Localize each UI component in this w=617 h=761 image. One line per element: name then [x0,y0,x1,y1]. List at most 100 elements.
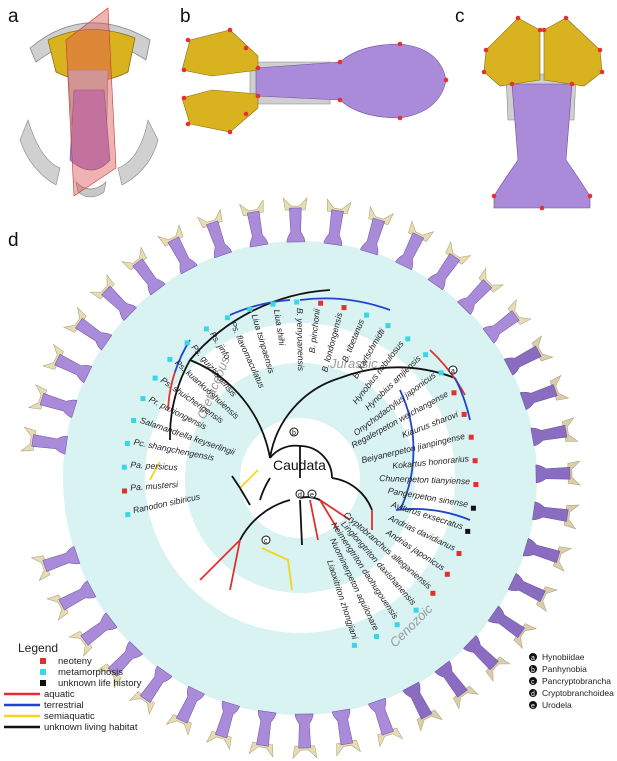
life-history-marker [394,622,400,628]
svg-text:terrestrial: terrestrial [44,700,84,711]
life-history-marker [405,336,411,342]
svg-text:b: b [531,667,535,674]
life-history-marker [456,551,462,556]
skull-thumbnail [395,220,435,271]
taxon-label-pa-mustersi: Pa. mustersi [130,479,179,493]
skull-thumbnail [530,417,579,447]
skull-thumbnail [165,685,205,736]
life-history-marker [473,482,479,487]
life-history-marker [413,607,419,613]
skull-thumbnail [68,612,118,657]
life-history-marker [122,488,127,494]
clade-nodes: a b c d e [261,365,458,545]
taxon-label-b-yenyuanensis: B. yenyuanensis [295,308,306,372]
skull-thumbnail [121,246,166,296]
life-history-marker [423,352,429,358]
life-history-marker [385,323,391,329]
skull-thumbnail [507,573,558,613]
skull-thumbnail [128,665,173,716]
life-history-marker [294,299,300,305]
svg-text:unknown life history: unknown life history [58,678,142,689]
node-e: e [307,489,317,499]
skull-thumbnail [457,267,504,315]
svg-text:aquatic: aquatic [44,689,75,700]
node-b: b [289,427,299,437]
life-history-marker [351,642,357,648]
skull-thumbnail [463,635,511,682]
life-history-marker [152,375,158,381]
svg-text:d: d [298,492,302,499]
legend-item-aquatic: aquatic [4,689,75,700]
legend-item-metamorphosis: metamorphosis [40,667,123,678]
skull-thumbnail [519,374,570,410]
life-history-marker [472,458,478,464]
skull-thumbnail [434,660,479,710]
life-history-marker [374,634,379,639]
life-history-marker [465,528,471,534]
svg-text:Pancryptobrancha: Pancryptobrancha [542,676,611,686]
node-c: c [261,535,271,545]
clade-key-pancryptobrancha: c Pancryptobrancha [529,676,611,686]
phylogenetic-tree [149,289,471,591]
life-history-marker [121,464,127,470]
taxon-label-chunerpeton-tianyiense: Chunerpeton tianyiense [379,473,470,486]
skull-thumbnail [360,205,394,256]
life-history-marker [438,370,444,376]
svg-text:Urodela: Urodela [542,700,572,710]
life-history-marker [224,315,230,321]
life-history-marker [184,340,190,346]
skull-thumbnail [503,335,554,376]
svg-text:c: c [531,679,535,686]
life-history-marker [461,411,467,417]
skull-thumbnail [427,240,472,291]
life-history-marker [270,301,276,307]
skull-thumbnail [331,708,361,757]
svg-text:unknown living habitat: unknown living habitat [44,722,138,733]
legend-item-unknown-life-history: unknown life history [40,678,142,689]
life-history-marker [124,441,130,446]
svg-text:semiaquatic: semiaquatic [44,711,95,722]
svg-text:Cryptobranchoidea: Cryptobranchoidea [542,688,614,698]
legend-item-semiaquatic: semiaquatic [4,711,95,722]
skull-thumbnail [27,384,78,418]
skull-thumbnail-ring [20,197,581,759]
skull-thumbnail [89,274,137,321]
skull-thumbnail [206,700,240,751]
skull-thumbnail [402,681,443,732]
skull-thumbnail [282,197,308,243]
panel-b-ventral-view [181,27,449,135]
skull-thumbnail [196,208,232,259]
skull-thumbnail [487,605,538,650]
life-history-marker [203,326,209,332]
legend-item-terrestrial: terrestrial [4,700,84,711]
skull-thumbnail [239,199,269,248]
panel-c-dorsal-view [481,15,605,211]
era-label-jurassic: Jurassic [329,356,378,371]
taxon-label-pa-persicus: Pa. persicus [130,460,179,473]
svg-text:a: a [531,655,535,662]
panel-label-a: a [8,6,19,27]
svg-text:Hynobiidae: Hynobiidae [542,652,585,662]
life-history-marker [341,305,347,311]
life-history-marker [430,590,436,596]
svg-text:a: a [451,368,455,375]
skull-thumbnail [535,460,581,486]
skull-thumbnail [248,710,277,758]
skull-thumbnail [482,299,532,344]
life-history-marker [318,300,324,306]
skull-thumbnail [96,641,143,689]
life-history-marker [364,312,370,318]
skull-thumbnail [20,426,68,455]
svg-text:c: c [264,538,268,545]
skull-thumbnail [368,697,404,748]
svg-text:neoteny: neoteny [58,656,92,667]
panel-label-b: b [180,6,191,27]
node-a: a [448,365,458,375]
life-history-marker [468,434,474,440]
node-d: d [295,489,305,499]
life-history-marker [247,306,253,312]
